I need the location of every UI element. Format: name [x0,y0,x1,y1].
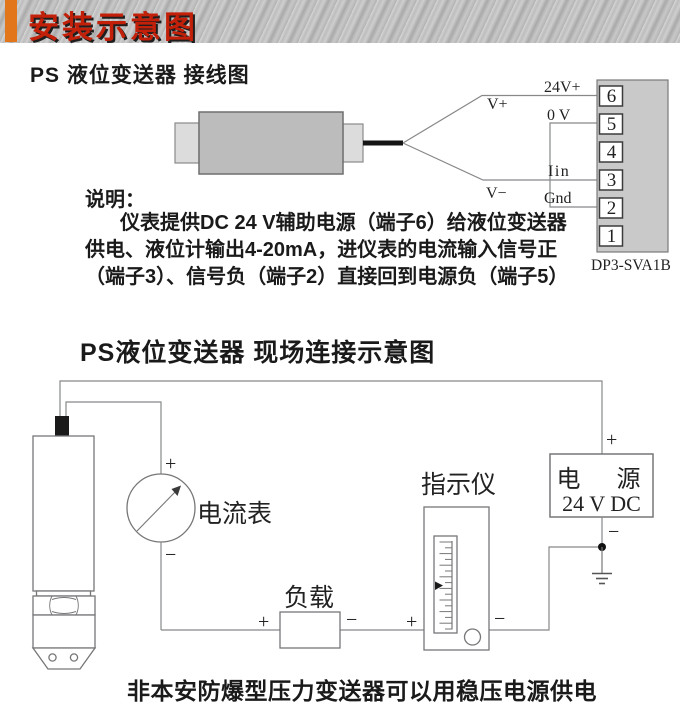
load-label: 负载 [284,584,334,612]
terminal-number: 3 [607,170,617,191]
indicator-pointer-icon [435,581,443,590]
terminal-cell [598,113,624,135]
v-minus-wire [402,142,599,181]
power-supply-rating: 24 V DC [562,491,641,516]
return-wire [489,546,602,631]
notes-title: 说明： [85,189,145,211]
terminal-cell [598,197,624,219]
probe-hex-nut [32,595,96,616]
load-minus-sign: − [346,609,357,631]
terminal-number: 2 [607,198,617,219]
ammeter-label: 电流表 [197,500,272,528]
power-supply-box: 电 源 24 V DC [549,453,654,518]
terminal-cell [598,169,624,191]
probe-cable-gland [55,416,69,436]
terminal-block: 6 5 4 3 2 1 [596,79,669,253]
power-minus-sign: − [608,521,619,543]
indicator-minus-sign: − [494,608,505,630]
terminal-number: 6 [607,86,617,107]
indicator-plus-sign: + [406,611,417,633]
notes-paragraph: 仪表提供DC 24 V辅助电源（端子6）给液位变送器 供电、液位计输出4-20m… [85,210,585,291]
indicator-label: 指示仪 [421,471,496,499]
label-iin: Iin [548,163,570,180]
ammeter-minus-sign: − [165,544,176,566]
header-banner [0,0,680,43]
ammeter-symbol [126,473,196,543]
page-title: 安装示意图 [28,10,198,45]
load-plus-sign: + [258,611,269,633]
terminal-number: 5 [607,114,617,135]
note-line: 仪表提供DC 24 V辅助电源（端子6）给液位变送器 [120,212,567,234]
accent-bar [5,0,17,42]
terminal-jumper-wire [549,122,599,208]
transmitter-drawing [174,111,403,175]
terminal-number: 1 [607,226,617,247]
v-plus-label: V+ [487,96,508,113]
wiring-section-heading: PS 液位变送器 接线图 [30,64,250,87]
field-section-heading: PS液位变送器 现场连接示意图 [80,339,436,367]
positive-supply-wire [59,380,603,454]
indicator-box [423,506,490,651]
indicator-scale [433,535,458,634]
probe-drawing [31,416,97,670]
ammeter-needle [136,489,178,532]
terminal-cell [598,85,624,107]
terminal-cell [598,225,624,247]
probe-body [32,435,95,592]
v-minus-label: V− [486,185,507,202]
label-24v: 24V+ [544,79,581,96]
terminal-number: 4 [607,142,617,163]
power-supply-name: 电 源 [557,466,647,493]
v-plus-wire [402,94,599,144]
probe-tip [31,647,97,670]
label-gnd: Gnd [544,190,572,207]
load-box [279,611,341,649]
ammeter-plus-sign: + [165,453,176,475]
footer-note: 非本安防爆型压力变送器可以用稳压电源供电 [127,678,597,704]
note-line: （端子3）、信号负（端子2）直接回到电源负（端子5） [85,266,569,288]
ground-icon [592,547,612,585]
label-0v: 0 V [547,107,571,124]
power-plus-sign: + [606,429,617,451]
model-label: DP3-SVA1B [591,257,671,274]
terminal-cell [598,141,624,163]
probe-to-ammeter-wire [65,401,162,474]
note-line: 供电、液位计输出4-20mA，进仪表的电流输入信号正 [85,239,558,261]
